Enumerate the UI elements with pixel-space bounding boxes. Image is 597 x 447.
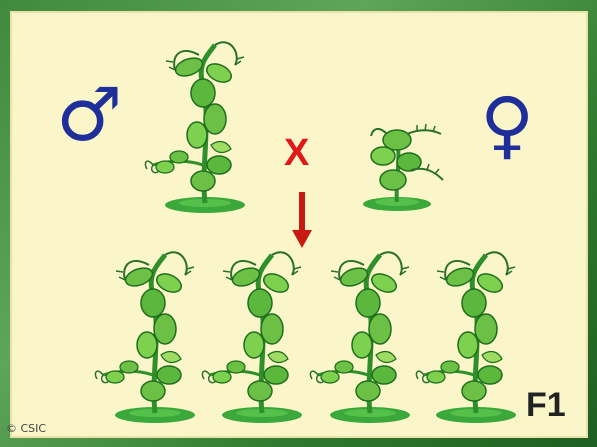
cross-label: X — [284, 132, 310, 174]
offspring-plant-2 — [202, 252, 302, 423]
parent-short-plant — [361, 122, 445, 213]
offspring-plant-4 — [416, 252, 516, 423]
down-arrow-icon — [292, 192, 312, 248]
copyright-text: © CSIC — [6, 422, 47, 435]
parent-tall-plant — [145, 42, 245, 213]
offspring-plant-1 — [95, 252, 195, 423]
male-symbol-icon: ♂ — [56, 72, 123, 158]
generation-label: F1 — [526, 386, 566, 424]
offspring-plant-3 — [310, 252, 410, 423]
female-symbol-icon: ♀ — [480, 82, 535, 168]
